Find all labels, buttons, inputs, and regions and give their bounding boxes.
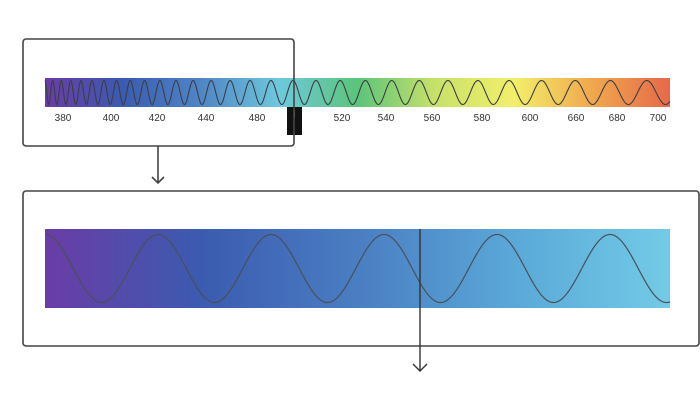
tick-label: 420 bbox=[149, 113, 166, 124]
tick-label: 580 bbox=[474, 113, 491, 124]
tick-label: 560 bbox=[424, 113, 441, 124]
tick-label: 680 bbox=[609, 113, 626, 124]
tick-label: 660 bbox=[568, 113, 585, 124]
spectrum-band bbox=[45, 78, 670, 107]
tick-label: 700 bbox=[650, 113, 667, 124]
spectrum-wave bbox=[44, 79, 671, 106]
tick-label: 480 bbox=[249, 113, 266, 124]
tick-label: 440 bbox=[198, 113, 215, 124]
tick-label: 600 bbox=[522, 113, 539, 124]
output-arrow bbox=[412, 229, 428, 372]
wavelength-tick-labels: 380 400 420 440 480 520 540 560 580 600 660 680 700 bbox=[55, 113, 667, 124]
tick-label: 380 bbox=[55, 113, 72, 124]
tick-label: 400 bbox=[103, 113, 120, 124]
zoom-panel-frame bbox=[22, 190, 700, 347]
zoomed-spectrum-band bbox=[45, 229, 670, 308]
tick-label: 540 bbox=[378, 113, 395, 124]
zoomed-wave bbox=[44, 233, 671, 304]
tick-label: 520 bbox=[334, 113, 351, 124]
zoom-arrow bbox=[151, 146, 165, 185]
